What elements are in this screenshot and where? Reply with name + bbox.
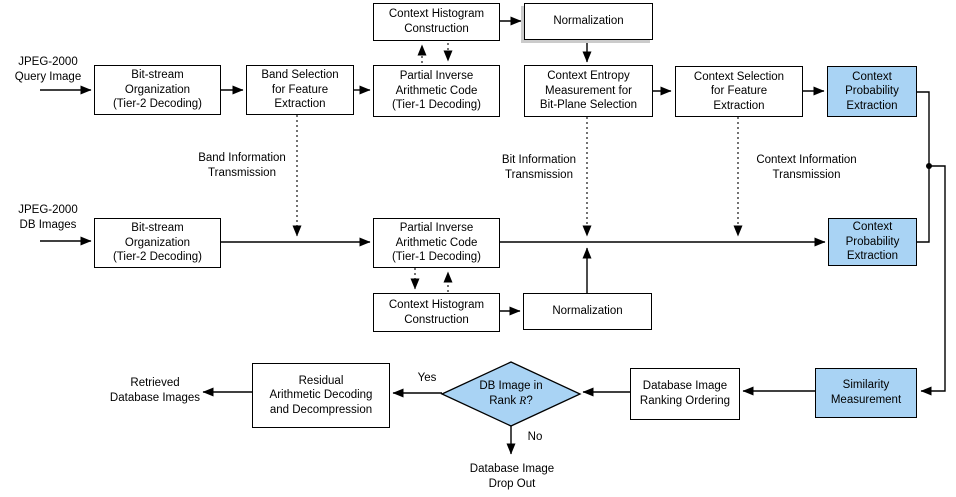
bitstream-organization-query-box: Bit-stream Organization (Tier-2 Decoding… <box>94 65 221 115</box>
bit-information-transmission-label: Bit Information Transmission <box>501 154 577 181</box>
retrieved-database-images-label: Retrieved Database Images <box>109 377 201 404</box>
decision-suffix: ? <box>526 395 533 407</box>
residual-arithmetic-decoding-box: Residual Arithmetic Decoding and Decompr… <box>252 363 390 428</box>
decision-text: DB Image in Rank R? <box>479 379 542 409</box>
jpeg2000-db-images-label: JPEG-2000 DB Images <box>18 204 78 231</box>
band-information-transmission-label: Band Information Transmission <box>198 152 286 179</box>
partial-inverse-arithmetic-db-box: Partial Inverse Arithmetic Code (Tier-1 … <box>373 218 500 268</box>
context-information-transmission-label: Context Information Transmission <box>756 154 857 181</box>
decision-prefix: DB Image in Rank <box>479 380 543 407</box>
similarity-measurement-box: Similarity Measurement <box>815 368 917 418</box>
context-selection-box: Context Selection for Feature Extraction <box>675 66 803 117</box>
normalization-db-box: Normalization <box>523 293 652 330</box>
database-image-ranking-box: Database Image Ranking Ordering <box>630 368 740 420</box>
decision-diamond <box>440 361 582 427</box>
band-selection-box: Band Selection for Feature Extraction <box>246 65 354 115</box>
context-histogram-construction-query-box: Context Histogram Construction <box>373 3 500 41</box>
context-histogram-construction-db-box: Context Histogram Construction <box>373 293 500 332</box>
jpeg2000-query-image-label: JPEG-2000 Query Image <box>14 56 82 83</box>
bitstream-organization-db-box: Bit-stream Organization (Tier-2 Decoding… <box>94 218 221 268</box>
no-branch-label: No <box>527 431 543 443</box>
database-image-drop-out-label: Database Image Drop Out <box>469 463 555 490</box>
decision-diamond-label: DB Image in Rank R? <box>450 376 572 412</box>
context-probability-extraction-db-box: Context Probability Extraction <box>828 218 917 266</box>
yes-branch-label: Yes <box>417 372 437 384</box>
context-probability-extraction-query-box: Context Probability Extraction <box>827 66 917 117</box>
partial-inverse-arithmetic-query-box: Partial Inverse Arithmetic Code (Tier-1 … <box>373 65 500 117</box>
context-entropy-measurement-box: Context Entropy Measurement for Bit-Plan… <box>524 65 653 117</box>
edge-join-to-similarity <box>920 165 946 396</box>
normalization-query-box: Normalization <box>524 3 653 40</box>
decision-rank-variable: R <box>519 395 527 407</box>
